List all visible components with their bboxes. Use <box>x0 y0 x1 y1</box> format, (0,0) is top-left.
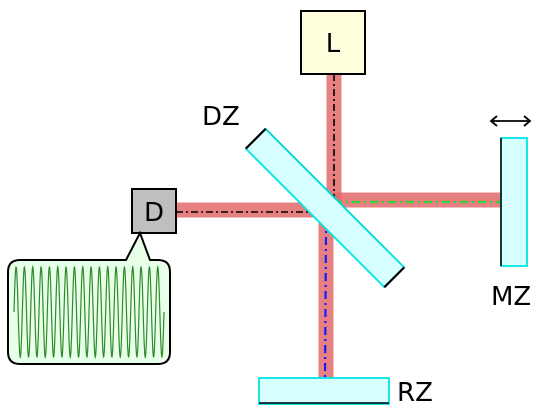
reference-mirror-plate <box>258 377 390 405</box>
movable-mirror-label: MZ <box>491 282 531 312</box>
reference-mirror: RZ <box>258 377 433 408</box>
laser-source: L <box>300 10 366 75</box>
signal-display <box>7 230 171 365</box>
detector-label: D <box>144 198 164 228</box>
beam-splitter-label: DZ <box>202 102 240 132</box>
detector-box <box>131 188 177 234</box>
laser-box <box>300 10 366 75</box>
reference-mirror-label: RZ <box>397 378 433 407</box>
beam-splitter-end-cap-top <box>245 128 267 150</box>
signal-wave <box>13 264 165 360</box>
double-arrow-icon <box>489 115 532 127</box>
detector: D <box>131 188 177 234</box>
beam-splitter-end-cap-bottom <box>383 266 405 288</box>
laser-label: L <box>326 29 341 59</box>
beam-splitter <box>244 127 406 289</box>
movable-mirror-plate <box>500 137 528 267</box>
beam-splitter-coating <box>265 128 405 268</box>
ray-reference-mirror-blue <box>323 201 336 379</box>
movable-mirror: MZ <box>489 115 532 312</box>
